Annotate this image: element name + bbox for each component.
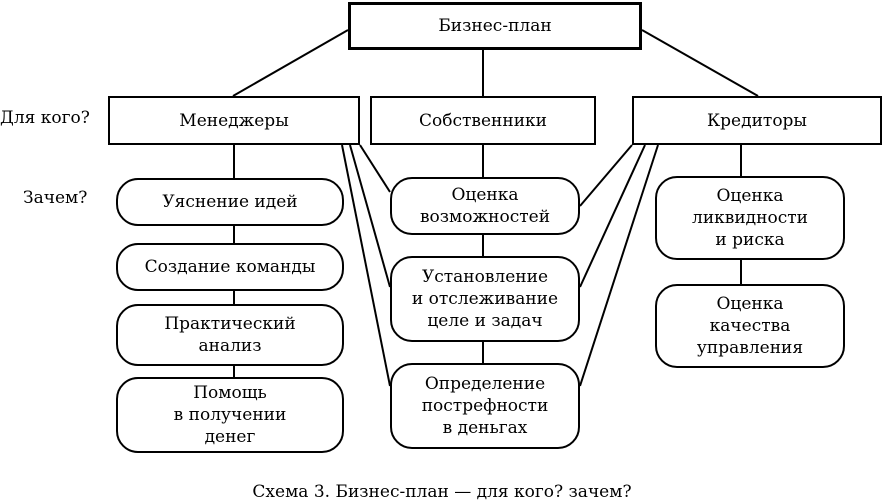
creditors-goal-liquidity-label: Оценка ликвидности и риска bbox=[692, 186, 808, 250]
row-label-who: Для кого? bbox=[0, 108, 90, 128]
audience-creditors-label: Кредиторы bbox=[707, 110, 807, 131]
audience-owners: Собственники bbox=[370, 96, 596, 145]
creditors-goal-management-label: Оценка качества управления bbox=[696, 294, 804, 358]
managers-goal-team-label: Создание команды bbox=[144, 257, 316, 277]
owners-goal-tasks-label: Установление и отслеживание целе и задач bbox=[411, 267, 559, 331]
audience-owners-label: Собственники bbox=[419, 110, 547, 131]
managers-goal-funding-label: Помощь в получении денег bbox=[173, 383, 287, 447]
audience-managers-label: Менеджеры bbox=[179, 110, 289, 131]
owners-goal-opportunity: Оценка возможностей bbox=[390, 177, 580, 235]
managers-goal-analysis: Практический анализ bbox=[116, 304, 344, 366]
managers-goal-ideas-label: Уяснение идей bbox=[162, 192, 298, 212]
line-creditors-to-opportunity bbox=[579, 144, 633, 207]
line-root-creditors bbox=[641, 29, 759, 97]
row-label-why: Зачем? bbox=[23, 188, 88, 208]
owners-goal-opportunity-label: Оценка возможностей bbox=[419, 185, 551, 227]
line-managers-to-opportunity bbox=[359, 144, 391, 193]
line-managers-to-money bbox=[341, 144, 391, 387]
line-creditors-to-tasks bbox=[579, 144, 646, 288]
business-plan-box: Бизнес-план bbox=[348, 2, 642, 50]
owners-goal-money-label: Определение пострефности в деньгах bbox=[421, 374, 549, 438]
creditors-goal-management: Оценка качества управления bbox=[655, 284, 845, 368]
business-plan-label: Бизнес-план bbox=[438, 16, 552, 36]
line-managers-to-tasks bbox=[349, 144, 391, 288]
line-creditors-to-money bbox=[579, 144, 659, 387]
managers-goal-analysis-label: Практический анализ bbox=[164, 314, 296, 356]
line-root-managers bbox=[232, 29, 349, 97]
owners-goal-tasks: Установление и отслеживание целе и задач bbox=[390, 256, 580, 342]
managers-goal-ideas: Уяснение идей bbox=[116, 178, 344, 226]
creditors-goal-liquidity: Оценка ликвидности и риска bbox=[655, 176, 845, 260]
audience-creditors: Кредиторы bbox=[632, 96, 882, 145]
managers-goal-funding: Помощь в получении денег bbox=[116, 377, 344, 453]
owners-goal-money: Определение пострефности в деньгах bbox=[390, 363, 580, 449]
audience-managers: Менеджеры bbox=[108, 96, 360, 145]
managers-goal-team: Создание команды bbox=[116, 243, 344, 291]
diagram-caption: Схема 3. Бизнес-план — для кого? зачем? bbox=[252, 482, 632, 502]
